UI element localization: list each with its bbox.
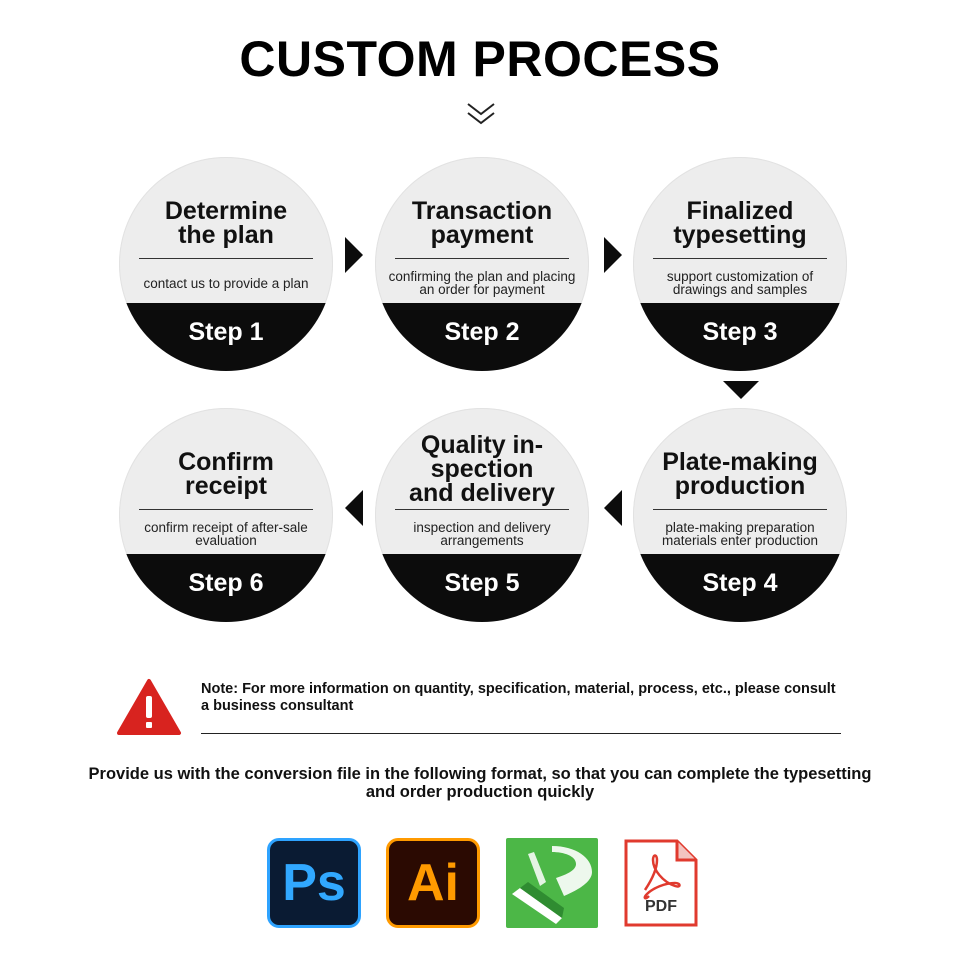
double-chevron-down-icon [467, 103, 495, 125]
step-1-card: Determine the plan contact us to provide… [119, 157, 333, 371]
step-label: Step 5 [444, 569, 520, 597]
step-label: Step 4 [702, 569, 778, 597]
step-2-card: Transaction payment confirming the plan … [375, 157, 589, 371]
coreldraw-icon [506, 838, 598, 928]
arrow-left-icon [604, 490, 622, 526]
pdf-label: PDF [645, 898, 677, 915]
step-title: Confirm receipt [178, 448, 274, 500]
arrow-left-icon [345, 490, 363, 526]
divider [395, 509, 569, 510]
photoshop-label: Ps [282, 854, 346, 912]
arrow-right-icon [604, 237, 622, 273]
step-title: Transaction payment [411, 197, 553, 249]
step-description: support customization of drawings and sa… [666, 269, 814, 297]
step-label-band: Step 4 [633, 554, 847, 622]
step-4-card: Plate-making production plate-making pre… [633, 408, 847, 622]
step-label-band: Step 5 [375, 554, 589, 622]
step-label-band: Step 1 [119, 303, 333, 371]
step-description: contact us to provide a plan [143, 275, 309, 291]
step-5-card: Quality in- spection and delivery inspec… [375, 408, 589, 622]
illustrator-label: Ai [407, 854, 459, 912]
step-title: Quality in- spection and delivery [409, 431, 555, 507]
divider [653, 509, 827, 510]
photoshop-icon: Ps [267, 838, 361, 928]
step-label: Step 1 [188, 318, 264, 346]
step-3-card: Finalized typesetting support customizat… [633, 157, 847, 371]
step-title: Determine the plan [164, 197, 288, 249]
note-text: Note: For more information on quantity, … [201, 681, 836, 714]
step-6-card: Confirm receipt confirm receipt of after… [119, 408, 333, 622]
illustrator-icon: Ai [386, 838, 480, 928]
step-label: Step 6 [188, 569, 264, 597]
step-title: Finalized typesetting [673, 197, 807, 249]
step-label-band: Step 6 [119, 554, 333, 622]
step-label-band: Step 3 [633, 303, 847, 371]
step-label: Step 2 [444, 318, 520, 346]
step-label-band: Step 2 [375, 303, 589, 371]
divider [395, 258, 569, 259]
step-description: confirming the plan and placing an order… [388, 269, 576, 297]
step-title: Plate-making production [662, 448, 818, 500]
arrow-right-icon [345, 237, 363, 273]
page-title: CUSTOM PROCESS [239, 31, 721, 87]
step-label: Step 3 [702, 318, 778, 346]
step-description: plate-making preparation materials enter… [661, 520, 819, 548]
arrow-down-icon [723, 381, 759, 399]
divider [653, 258, 827, 259]
format-instructions: Provide us with the conversion file in t… [88, 765, 872, 801]
divider [139, 258, 313, 259]
warning-triangle-icon [117, 679, 181, 735]
step-description: confirm receipt of after-sale evaluation [144, 520, 308, 548]
step-description: inspection and delivery arrangements [413, 520, 551, 548]
divider [139, 509, 313, 510]
pdf-icon: PDF [623, 838, 699, 928]
divider [201, 733, 841, 734]
